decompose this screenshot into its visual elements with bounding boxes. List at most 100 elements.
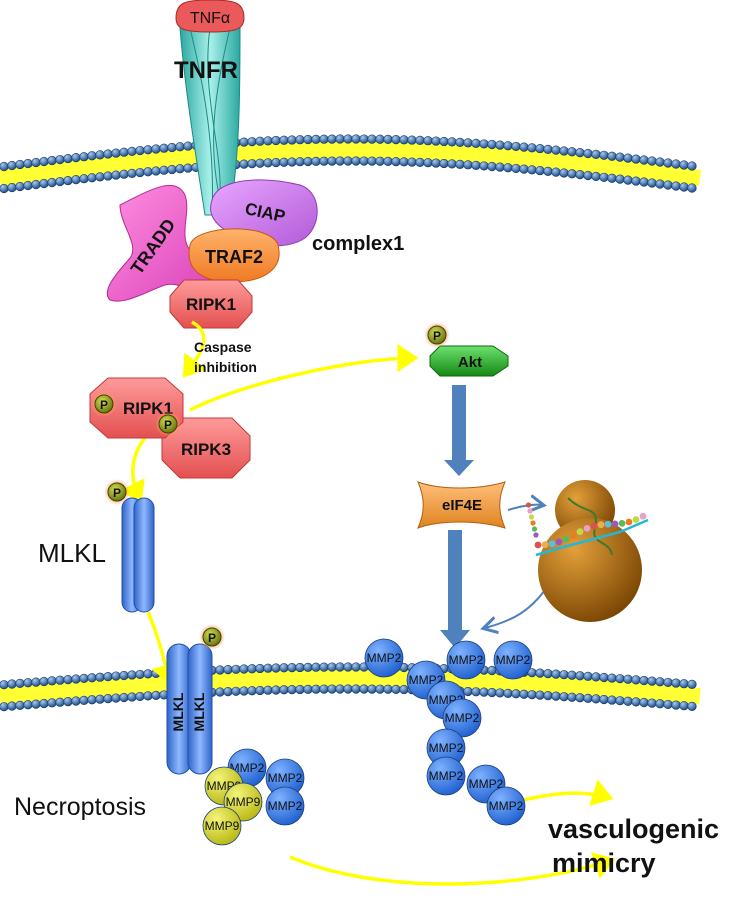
plasma-membrane-bottom bbox=[0, 662, 701, 712]
membrane-bottom-head bbox=[23, 700, 33, 710]
membrane-bottom-head bbox=[271, 663, 281, 673]
membrane-bottom-head bbox=[263, 685, 273, 695]
phosphate-icon: P bbox=[91, 391, 117, 417]
membrane-bottom-head bbox=[127, 692, 137, 702]
membrane-bottom-head bbox=[55, 675, 65, 685]
membrane-top-head bbox=[167, 164, 177, 175]
membrane-top-head bbox=[143, 145, 153, 155]
membrane-top-head bbox=[239, 159, 249, 169]
mmp2-molecule: MMP2 bbox=[364, 638, 404, 678]
akt-label: Akt bbox=[458, 354, 482, 371]
membrane-bottom-head bbox=[511, 689, 521, 699]
membrane-bottom-head bbox=[551, 669, 561, 679]
mrna-bead bbox=[548, 540, 556, 548]
membrane-bottom-head bbox=[255, 685, 265, 696]
membrane-top-head bbox=[247, 137, 257, 147]
traf2-label: TRAF2 bbox=[205, 247, 263, 267]
membrane-bottom-head bbox=[655, 699, 665, 709]
membrane-top-head bbox=[511, 163, 521, 174]
membrane-bottom-head bbox=[607, 673, 617, 683]
membrane-top-head bbox=[447, 137, 457, 147]
membrane-bottom-head bbox=[335, 662, 345, 672]
membrane-top-head bbox=[31, 157, 41, 168]
mrna-bead bbox=[534, 541, 542, 549]
membrane-top-head bbox=[295, 135, 305, 145]
membrane-top-tails bbox=[0, 141, 701, 186]
membrane-bottom-head bbox=[231, 664, 241, 674]
membrane-top-head bbox=[55, 176, 65, 187]
membrane-top-head bbox=[31, 179, 41, 190]
membrane-top-head bbox=[247, 159, 257, 169]
membrane-bottom-head bbox=[647, 676, 657, 686]
membrane-bottom-head bbox=[351, 662, 361, 672]
membrane-bottom-head bbox=[399, 684, 409, 695]
mmp2-molecule-label: MMP2 bbox=[469, 777, 504, 791]
membrane-top-head bbox=[375, 134, 385, 144]
membrane-top-head bbox=[343, 134, 353, 144]
membrane-bottom-head bbox=[319, 662, 329, 672]
membrane-top-head bbox=[47, 155, 57, 166]
mmp2-molecule-label: MMP2 bbox=[409, 673, 444, 687]
membrane-top-head bbox=[615, 174, 625, 184]
ripk1-complex1: RIPK1 bbox=[169, 279, 253, 329]
mmp2-molecule-label: MMP2 bbox=[367, 651, 402, 665]
membrane-top-head bbox=[383, 156, 393, 167]
membrane-top-head bbox=[551, 167, 561, 177]
membrane-top-head bbox=[151, 144, 161, 154]
membrane-top-head bbox=[503, 141, 513, 151]
mmp2-molecule: MMP2 bbox=[442, 698, 482, 738]
membrane-bottom-head bbox=[215, 665, 225, 675]
membrane-top-head bbox=[287, 157, 297, 167]
mrna-bead bbox=[590, 522, 598, 530]
membrane-top-head bbox=[487, 161, 497, 172]
membrane-top-head bbox=[103, 171, 113, 181]
membrane-top-head bbox=[271, 157, 281, 168]
membrane-top-head bbox=[159, 165, 169, 175]
membrane-bottom-head bbox=[311, 662, 321, 672]
arrow-ripk1-to-akt bbox=[189, 344, 419, 412]
mmp2-molecule-label: MMP2 bbox=[429, 741, 464, 755]
membrane-top-head bbox=[79, 152, 89, 162]
membrane-top-head bbox=[415, 135, 425, 145]
membrane-bottom-head bbox=[151, 668, 161, 679]
membrane-top-head bbox=[495, 140, 505, 150]
membrane-bottom-head bbox=[519, 689, 529, 699]
membrane-bottom-head bbox=[263, 663, 273, 673]
membrane-bottom-head bbox=[79, 673, 89, 683]
membrane-bottom-head bbox=[47, 676, 57, 686]
membrane-top-head bbox=[111, 148, 121, 158]
mlkl-cyto-label: MLKL bbox=[38, 538, 106, 568]
membrane-bottom-head bbox=[591, 672, 601, 682]
membrane-bottom-head bbox=[663, 699, 673, 710]
membrane-top-head bbox=[679, 160, 689, 170]
membrane-bottom-head bbox=[31, 677, 41, 687]
membrane-top-head bbox=[535, 165, 545, 176]
membrane-bottom-head bbox=[311, 684, 321, 694]
membrane-bottom-head bbox=[279, 663, 289, 673]
membrane-bottom-head bbox=[295, 662, 305, 673]
phosphate-icon: P bbox=[155, 411, 181, 437]
membrane-top-head bbox=[0, 183, 9, 194]
phosphate-icon: P bbox=[424, 322, 450, 348]
membrane-bottom-head bbox=[495, 688, 505, 698]
membrane-top-head bbox=[255, 136, 265, 146]
membrane-bottom-head bbox=[327, 684, 337, 694]
membrane-top-head bbox=[479, 139, 489, 149]
membrane-bottom-head bbox=[647, 698, 657, 708]
membrane-top-head bbox=[143, 167, 153, 177]
membrane-top-head bbox=[471, 138, 481, 148]
membrane-top-head bbox=[343, 156, 353, 166]
membrane-top-head bbox=[119, 169, 129, 179]
mlkl-mem-label-b: MLKL bbox=[191, 692, 207, 731]
arrow-eif4e-to-ribosome bbox=[507, 505, 542, 510]
membrane-top-head bbox=[631, 176, 641, 186]
membrane-bottom-head bbox=[575, 671, 585, 681]
membrane-top-head bbox=[95, 172, 105, 182]
peptide-bead bbox=[527, 508, 533, 514]
membrane-top-head bbox=[255, 158, 265, 168]
membrane-bottom-head bbox=[679, 701, 689, 711]
membrane-top-head bbox=[551, 145, 561, 155]
membrane-top-head bbox=[559, 146, 569, 156]
membrane-bottom-head bbox=[591, 694, 601, 704]
